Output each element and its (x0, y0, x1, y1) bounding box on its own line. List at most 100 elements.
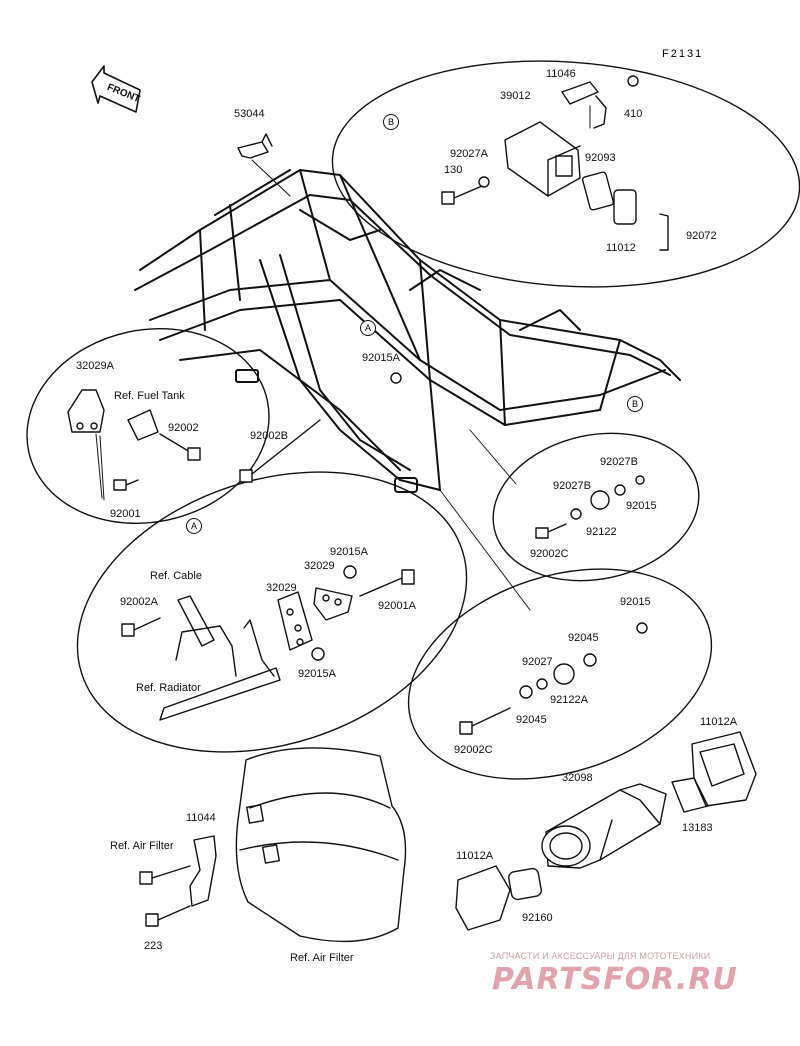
label-92027A: 92027A (450, 148, 488, 160)
label-92122: 92122 (586, 526, 617, 538)
washer-92045-a (583, 653, 597, 667)
label-53044: 53044 (234, 108, 265, 120)
bolt-130 (441, 185, 483, 205)
label-92122A: 92122A (550, 694, 588, 706)
bracket-32029A (67, 389, 105, 433)
air-filter-housing (235, 747, 407, 943)
label-92002C-1: 92002C (530, 548, 569, 560)
label-92045-2: 92045 (516, 714, 547, 726)
collar-410 (627, 75, 639, 87)
sponge-11012A-lower (455, 865, 511, 931)
label-ref-radiator: Ref. Radiator (136, 682, 201, 694)
nut-92015A-main (390, 372, 402, 384)
label-92015A-a1: 92015A (330, 546, 368, 558)
label-223: 223 (144, 940, 163, 952)
frame-assembly (134, 169, 681, 493)
callout-a-frame: A (360, 320, 376, 336)
label-32098: 32098 (562, 772, 593, 784)
label-92045-1: 92045 (568, 632, 599, 644)
label-92002: 92002 (168, 422, 199, 434)
bolt-92001 (113, 479, 139, 491)
label-92015-c: 92015 (620, 596, 651, 608)
clamp-92072 (659, 213, 669, 251)
detail-region-mount-b (492, 432, 700, 582)
bolt-92002C-a (535, 523, 567, 539)
label-92002B: 92002B (250, 430, 288, 442)
watermark-brand: PARTSFOR.RU (492, 962, 738, 997)
label-92001A: 92001A (378, 600, 416, 612)
label-11012: 11012 (606, 242, 636, 254)
label-92015A-main: 92015A (362, 352, 400, 364)
label-92015A-a2: 92015A (298, 668, 336, 680)
bushing-92122 (590, 490, 610, 510)
callout-b-frame: B (627, 396, 643, 412)
label-32029A: 32029A (76, 360, 114, 372)
bracket-11044 (189, 835, 217, 907)
washer-92027B-b (570, 508, 582, 520)
washer-92045-b (519, 685, 533, 699)
bracket-32029-upper (313, 587, 353, 621)
label-11046: 11046 (546, 68, 576, 80)
label-92001: 92001 (110, 508, 141, 520)
label-92002A: 92002A (120, 596, 158, 608)
gasket-13183 (671, 777, 709, 813)
label-13183: 13183 (682, 822, 713, 834)
detail-region-fuel-tank (26, 328, 270, 524)
label-32029-1: 32029 (304, 560, 335, 572)
nut-92015-c (636, 622, 648, 634)
detail-region-mount-c (407, 568, 713, 780)
ref-fuel-tank-bracket (127, 409, 159, 441)
washer-92027B-a (614, 484, 626, 496)
bolt-92002A (121, 617, 161, 637)
label-ref-cable: Ref. Cable (150, 570, 202, 582)
frame-92093 (581, 171, 615, 211)
label-11044: 11044 (186, 812, 216, 824)
label-92002C-2: 92002C (454, 744, 493, 756)
label-39012: 39012 (500, 90, 531, 102)
callout-a-detail: A (186, 518, 202, 534)
label-130: 130 (444, 164, 463, 176)
label-92027: 92027 (522, 656, 553, 668)
label-410: 410 (624, 108, 643, 120)
bushing-92122A (553, 663, 575, 685)
bolt-92002 (159, 433, 201, 461)
box-39012 (504, 121, 581, 197)
bolt-ref-air-filter (139, 865, 191, 885)
label-92072: 92072 (686, 230, 717, 242)
label-92093: 92093 (585, 152, 616, 164)
sponge-11012 (613, 189, 637, 225)
ref-cable-guide (177, 595, 215, 647)
detail-region-b (331, 60, 800, 288)
label-ref-fuel-tank: Ref. Fuel Tank (114, 390, 185, 402)
label-ref-air-filter-2: Ref. Air Filter (290, 952, 354, 964)
pipe-11046 (561, 81, 607, 129)
callout-b-top: B (383, 114, 399, 130)
bolt-223 (145, 905, 191, 927)
bracket-32029 (277, 591, 313, 651)
clip-53044 (237, 133, 273, 159)
band-92160 (508, 867, 542, 901)
figure-code: F2131 (662, 48, 704, 60)
washer-92027A (478, 176, 490, 188)
label-32029-2: 32029 (266, 582, 297, 594)
label-ref-air-filter-1: Ref. Air Filter (110, 840, 174, 852)
label-11012A-1: 11012A (700, 716, 738, 728)
label-92160: 92160 (522, 912, 553, 924)
front-arrow-icon (91, 65, 141, 113)
ref-radiator-bracket (159, 625, 281, 721)
bolt-92002B (239, 419, 321, 483)
label-11012A-2: 11012A (456, 850, 494, 862)
sponge-11012A-upper (691, 731, 757, 807)
bolt-92002C-b (459, 707, 511, 735)
label-92027B-1: 92027B (600, 456, 638, 468)
nut-92015A-upper (343, 565, 357, 579)
label-92027B-2: 92027B (553, 480, 591, 492)
bolt-92001A (359, 569, 415, 597)
label-92015-b: 92015 (626, 500, 657, 512)
watermark-tagline: ЗАПЧАСТИ И АКСЕССУАРЫ ДЛЯ МОТОТЕХНИКИ (490, 951, 711, 961)
nut-92015-b (635, 475, 645, 485)
detail-region-a (76, 471, 468, 753)
nut-92015A-lower (311, 647, 325, 661)
washer-92027 (536, 678, 548, 690)
